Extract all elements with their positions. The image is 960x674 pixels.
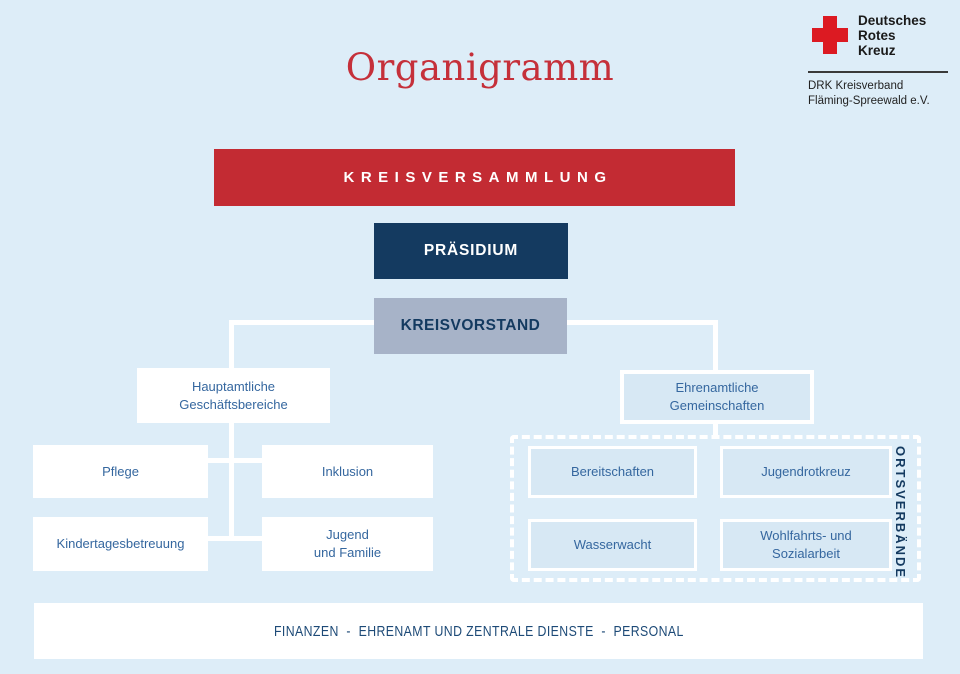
node-bereitschaften: Bereitschaften bbox=[528, 446, 697, 498]
node-jugendrotkreuz: Jugendrotkreuz bbox=[720, 446, 892, 498]
node-ehrenamtliche-gemeinschaften: Ehrenamtliche Gemeinschaften bbox=[620, 370, 814, 424]
connector-horizontal-right bbox=[567, 320, 718, 325]
ortsverbaende-container bbox=[510, 435, 921, 582]
drk-brand-text: Deutsches Rotes Kreuz bbox=[858, 13, 927, 58]
connector-stub-row1 bbox=[208, 458, 262, 463]
connector-horizontal-left bbox=[229, 320, 375, 325]
node-pflege: Pflege bbox=[33, 445, 208, 498]
logo-divider bbox=[808, 71, 948, 73]
drk-org-name: DRK Kreisverband Fläming-Spreewald e.V. bbox=[808, 80, 930, 107]
node-wohlfahrts-und-sozialarbeit: Wohlfahrts- und Sozialarbeit bbox=[720, 519, 892, 571]
ortsverbaende-label: ORTSVERBÄNDE bbox=[893, 446, 908, 580]
connector-vertical-left bbox=[229, 320, 234, 541]
node-praesidium: PRÄSIDIUM bbox=[374, 223, 568, 279]
page-title: Organigramm bbox=[345, 46, 615, 89]
node-kindertagesbetreuung: Kindertagesbetreuung bbox=[33, 517, 208, 571]
node-kreisversammlung: KREISVERSAMMLUNG bbox=[214, 149, 735, 206]
node-kreisvorstand: KREISVORSTAND bbox=[374, 298, 567, 354]
red-cross-icon bbox=[812, 16, 848, 54]
node-wasserwacht: Wasserwacht bbox=[528, 519, 697, 571]
footer-label: FINANZEN - EHRENAMT UND ZENTRALE DIENSTE… bbox=[273, 622, 684, 640]
footer-bar: FINANZEN - EHRENAMT UND ZENTRALE DIENSTE… bbox=[34, 603, 923, 659]
node-inklusion: Inklusion bbox=[262, 445, 433, 498]
connector-stub-row2 bbox=[208, 536, 262, 541]
node-jugend-und-familie: Jugend und Familie bbox=[262, 517, 433, 571]
node-hauptamtliche-geschaeftsbereiche: Hauptamtliche Geschäftsbereiche bbox=[137, 368, 330, 423]
